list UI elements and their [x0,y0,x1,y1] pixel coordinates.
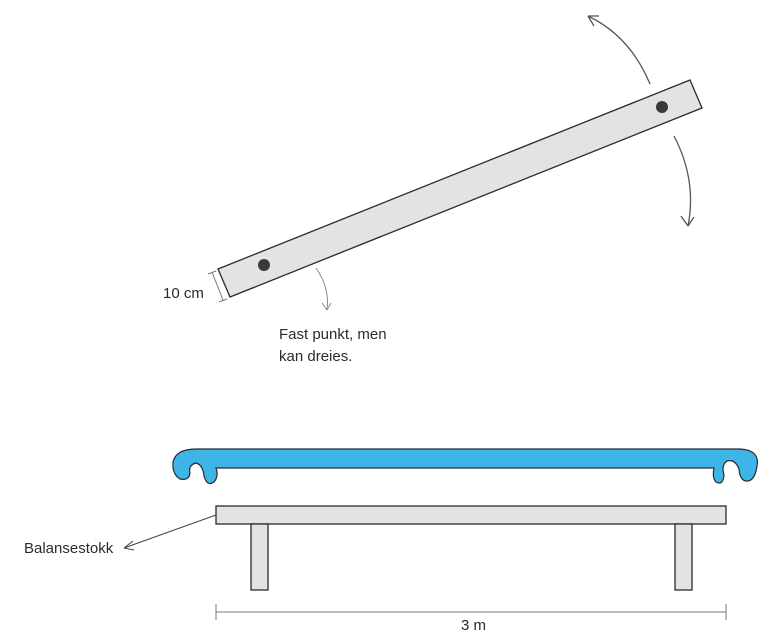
pivot-point-free [656,101,668,113]
blue-mat [172,448,758,485]
rotation-arrow-up-icon [587,15,651,85]
balance-beam-side-view: Balansestokk 3 m [24,448,758,634]
pivot-note-line-1: Fast punkt, men [279,326,387,343]
pivot-note-line-2: kan dreies. [279,348,352,365]
rotation-arrow-down-icon [673,135,695,227]
rotatable-plank-figure: 10 cm Fast punkt, men kan dreies. [163,15,703,365]
beam-leg-left [250,523,269,591]
width-dimension-label: 10 cm [163,285,204,302]
length-dimension-label: 3 m [461,617,486,634]
pivot-pointer-arrow-icon [315,267,332,311]
beam-name-label: Balansestokk [24,540,114,557]
beam-label-arrow-icon [123,514,217,551]
beam-top [215,505,727,525]
pivot-point-fixed [258,259,270,271]
beam-leg-right [674,523,693,591]
width-dimension-bracket [207,270,228,303]
length-dimension-line [215,604,727,620]
rotated-plank [217,79,703,298]
